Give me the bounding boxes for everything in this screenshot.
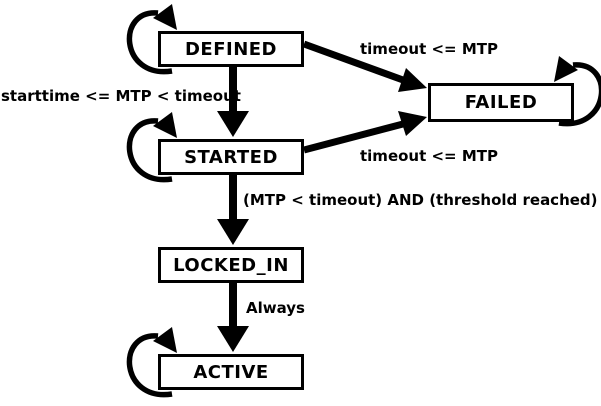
state-failed: FAILED [428,83,574,122]
self-loop-started [126,112,177,183]
state-locked-in: LOCKED_IN [158,247,304,283]
transition-label-defined-to-started: starttime <= MTP < timeout [1,87,241,105]
arrow-started-to-failed [303,111,427,154]
self-loop-active [126,327,177,398]
transition-label-started-to-failed: timeout <= MTP [360,147,499,165]
self-loop-defined [126,4,177,75]
arrow-locked-in-to-active [217,283,249,352]
self-loop-failed [554,56,601,127]
transition-label-defined-to-failed: timeout <= MTP [360,40,499,58]
arrow-defined-to-started [217,67,249,137]
arrow-defined-to-failed [302,40,427,92]
transition-label-locked-in-to-active: Always [246,299,305,317]
state-started: STARTED [158,139,304,175]
transition-label-started-to-locked-in: (MTP < timeout) AND (threshold reached) [243,191,598,209]
state-defined: DEFINED [158,31,304,67]
state-active: ACTIVE [158,354,304,390]
arrow-started-to-locked-in [217,175,249,245]
